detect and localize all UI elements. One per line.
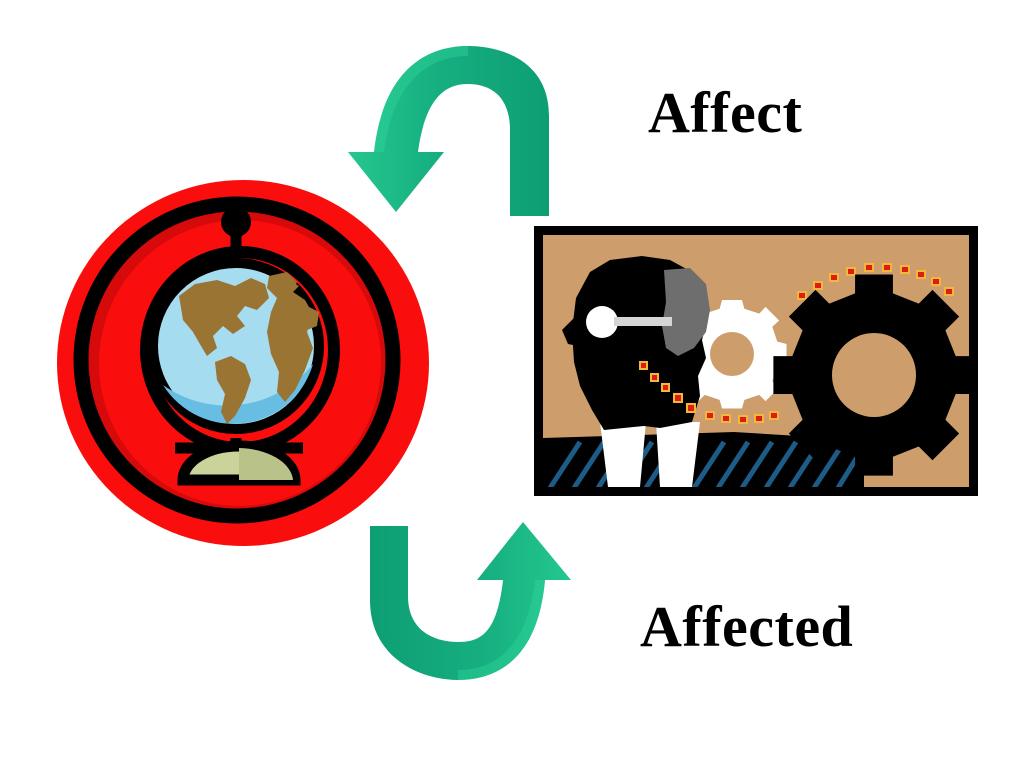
globe-stand-knob [221, 207, 251, 237]
bottom-cycle-arrow [370, 522, 571, 680]
globe-base-shade [239, 448, 293, 480]
landmass-south-america [215, 356, 251, 424]
globe-badge-svg [57, 180, 429, 546]
mind-gears-svg [534, 226, 978, 496]
suit-shoulders [543, 422, 867, 487]
spark-trail-upper [797, 263, 954, 300]
landmass-asia [303, 306, 319, 330]
large-black-gear [773, 274, 969, 476]
brain-region [662, 268, 710, 356]
gaze-line [614, 317, 672, 326]
cycle-arrows[interactable] [340, 40, 610, 690]
landmass-north-america [179, 278, 269, 356]
mind-gears-picture[interactable] [534, 226, 978, 496]
label-affected: Affected [640, 594, 854, 659]
globe-badge[interactable] [55, 180, 445, 555]
landmass-africa-europe [267, 292, 313, 402]
eye-circle [586, 306, 618, 338]
collar-right [656, 422, 700, 487]
cycle-arrows-svg [348, 46, 571, 680]
label-affect: Affect [648, 80, 803, 145]
head-silhouette [562, 256, 710, 430]
globe-sphere [148, 258, 324, 434]
landmass-europe-north [271, 280, 299, 294]
spark-trail-lower [639, 361, 779, 424]
collar-left [600, 422, 646, 487]
top-cycle-arrow [348, 46, 549, 216]
black-ring [73, 196, 401, 524]
